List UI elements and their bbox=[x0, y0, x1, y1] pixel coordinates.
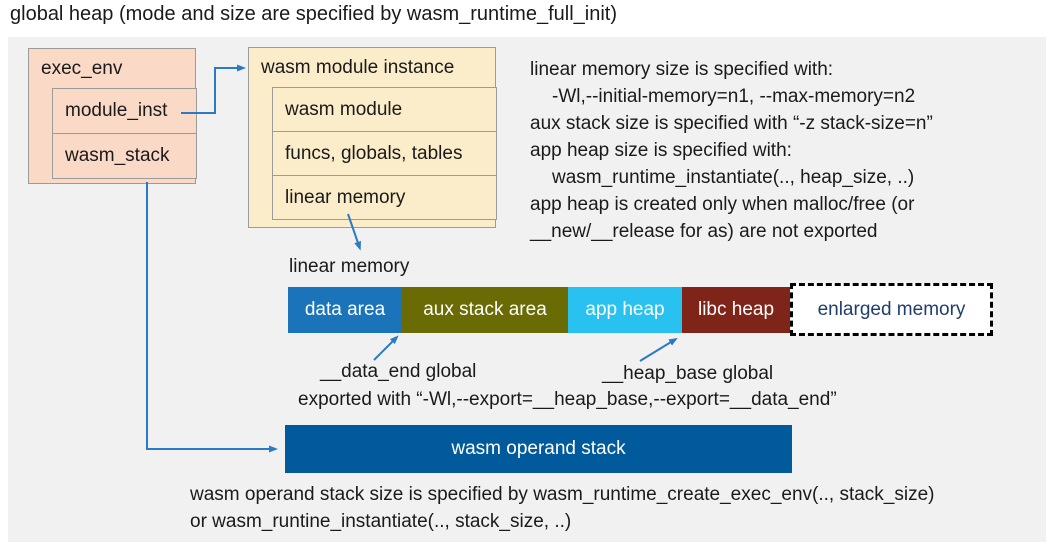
linear-memory-row: linear memory bbox=[272, 175, 497, 220]
wasm-stack-label: wasm_stack bbox=[65, 145, 170, 166]
funcs-globals-tables-label: funcs, globals, tables bbox=[285, 142, 463, 164]
wasm-module-row: wasm module bbox=[272, 87, 497, 132]
note-line: __new/__release for as) are not exported bbox=[530, 221, 878, 242]
wasm-module-label: wasm module bbox=[285, 98, 403, 120]
note-line: -Wl,--initial-memory=n1, --max-memory=n2 bbox=[552, 86, 916, 107]
exec-env-row-wasm-stack: wasm_stack bbox=[52, 133, 197, 179]
operand-stack-notes: wasm operand stack size is specified by … bbox=[190, 481, 935, 535]
app-heap-segment: app heap bbox=[568, 287, 682, 333]
data-end-annotation: __data_end global bbox=[320, 361, 477, 382]
linear-memory-row-label: linear memory bbox=[285, 186, 406, 208]
size-notes-block: linear memory size is specified with: -W… bbox=[530, 56, 933, 245]
note-line: app heap is created only when malloc/fre… bbox=[530, 194, 915, 215]
aux-stack-area-segment: aux stack area bbox=[402, 287, 568, 333]
wasm-module-instance-box: wasm module instance wasm module funcs, … bbox=[248, 47, 497, 228]
note-line: wasm operand stack size is specified by … bbox=[190, 484, 935, 505]
data-area-segment: data area bbox=[288, 287, 402, 333]
note-line: wasm_runtime_instantiate(.., heap_size, … bbox=[552, 167, 915, 188]
funcs-globals-tables-row: funcs, globals, tables bbox=[272, 131, 497, 176]
note-line: app heap size is specified with: bbox=[530, 140, 792, 161]
diagram-title: global heap (mode and size are specified… bbox=[10, 3, 617, 25]
wasm-operand-stack-box: wasm operand stack bbox=[285, 425, 792, 473]
linear-memory-label: linear memory bbox=[289, 256, 410, 277]
exec-env-row-module-inst: module_inst bbox=[52, 88, 197, 134]
libc-heap-segment: libc heap bbox=[682, 287, 790, 333]
module-inst-label: module_inst bbox=[65, 100, 168, 121]
note-line: linear memory size is specified with: bbox=[530, 59, 834, 80]
enlarged-memory-segment: enlarged memory bbox=[790, 283, 993, 336]
exec-env-box: exec_env module_inst wasm_stack bbox=[28, 48, 197, 184]
note-line: aux stack size is specified with “-z sta… bbox=[530, 113, 933, 134]
wasm-module-instance-header: wasm module instance bbox=[261, 57, 455, 78]
heap-base-annotation: __heap_base global bbox=[602, 363, 774, 384]
linear-memory-bar: data area aux stack area app heap libc h… bbox=[288, 287, 790, 333]
export-annotation: exported with “-Wl,--export=__heap_base,… bbox=[298, 389, 837, 410]
exec-env-header: exec_env bbox=[41, 58, 123, 79]
note-line: or wasm_runtine_instantiate(.., stack_si… bbox=[190, 511, 572, 532]
